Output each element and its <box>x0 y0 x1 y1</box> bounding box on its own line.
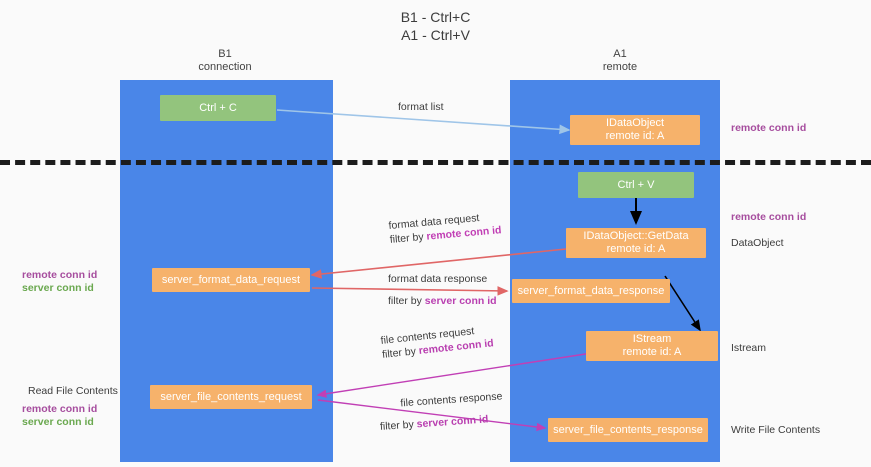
title-line-2: A1 - Ctrl+V <box>401 27 470 43</box>
edge-label-file-contents-response-line1: file contents response <box>400 390 503 410</box>
box-idataobject[interactable]: IDataObject remote id: A <box>570 115 700 145</box>
column-header-a1: A1 remote <box>545 48 695 74</box>
edge-label-format-data-request: format data request filter by remote con… <box>388 209 502 247</box>
edge-label-format-data-response-prefix: filter by <box>388 295 425 307</box>
edge-label-format-list-line1: format list <box>398 101 444 113</box>
edge-label-format-data-response: format data response filter by server co… <box>388 272 497 308</box>
box-ctrl-v[interactable]: Ctrl + V <box>578 172 694 198</box>
box-idataobject-line2: remote id: A <box>605 130 665 142</box>
annotation-dataobject: DataObject <box>731 237 784 249</box>
edge-label-format-data-request-prefix: filter by <box>389 230 427 246</box>
annotation-remote-conn-id-mid: remote conn id <box>731 211 807 223</box>
page-title: B1 - Ctrl+C A1 - Ctrl+V <box>0 8 871 44</box>
annotation-remote-conn-id-top: remote conn id <box>731 122 807 134</box>
edge-label-file-contents-response: file contents response filter by server … <box>378 389 504 434</box>
annotation-read-file-contents: Read File Contents <box>28 385 118 397</box>
box-server-format-data-request[interactable]: server_format_data_request <box>152 268 310 292</box>
box-idataobject-getdata-line2: remote id: A <box>606 243 666 255</box>
annotation-left-remote-conn-id-2: remote conn id <box>22 403 98 415</box>
box-server-file-contents-response[interactable]: server_file_contents_response <box>548 418 708 442</box>
annotation-istream: Istream <box>731 342 767 354</box>
annotation-write-file-contents: Write File Contents <box>731 424 821 436</box>
annotation-left-server-conn-id: server conn id <box>22 282 94 294</box>
box-ctrl-v-label: Ctrl + V <box>617 178 655 191</box>
edge-label-format-list: format list <box>398 100 444 114</box>
column-header-b1-role: connection <box>198 61 252 73</box>
box-server-format-data-response[interactable]: server_format_data_response <box>512 279 670 303</box>
section-divider <box>0 160 871 165</box>
box-server-format-data-request-label: server_format_data_request <box>161 273 301 286</box>
box-server-file-contents-response-label: server_file_contents_response <box>553 423 703 436</box>
box-server-file-contents-request[interactable]: server_file_contents_request <box>150 385 312 409</box>
annotation-left-remote-conn-id: remote conn id <box>22 269 98 281</box>
column-header-b1-name: B1 <box>218 48 232 60</box>
column-header-b1: B1 connection <box>150 48 300 74</box>
edge-label-file-contents-response-highlight: server conn id <box>416 413 489 431</box>
box-ctrl-c-label: Ctrl + C <box>199 101 237 114</box>
annotation-left-server-conn-id-2: server conn id <box>22 416 94 428</box>
edge-label-file-contents-request-prefix: filter by <box>381 345 420 361</box>
column-header-a1-role: remote <box>602 61 638 73</box>
edge-label-file-contents-response-prefix: filter by <box>379 418 418 433</box>
box-ctrl-c[interactable]: Ctrl + C <box>160 95 276 121</box>
box-idataobject-getdata-line1: IDataObject::GetData <box>583 230 689 242</box>
box-server-file-contents-request-label: server_file_contents_request <box>160 390 302 403</box>
column-header-a1-name: A1 <box>613 48 627 60</box>
title-line-1: B1 - Ctrl+C <box>400 9 471 25</box>
box-istream-line1: IStream <box>632 333 672 345</box>
box-server-format-data-response-label: server_format_data_response <box>517 284 665 297</box>
edge-label-format-data-response-line1: format data response <box>388 273 488 285</box>
box-istream[interactable]: IStream remote id: A <box>586 331 718 361</box>
box-idataobject-line1: IDataObject <box>605 117 665 129</box>
edge-label-format-data-response-line2: filter by server conn id <box>388 294 497 308</box>
edge-label-file-contents-response-line2: filter by server conn id <box>380 411 505 434</box>
edge-label-format-data-response-highlight: server conn id <box>424 295 497 307</box>
box-istream-line2: remote id: A <box>622 346 682 358</box>
edge-label-file-contents-request: file contents request filter by remote c… <box>380 322 494 362</box>
box-idataobject-getdata[interactable]: IDataObject::GetData remote id: A <box>566 228 706 258</box>
